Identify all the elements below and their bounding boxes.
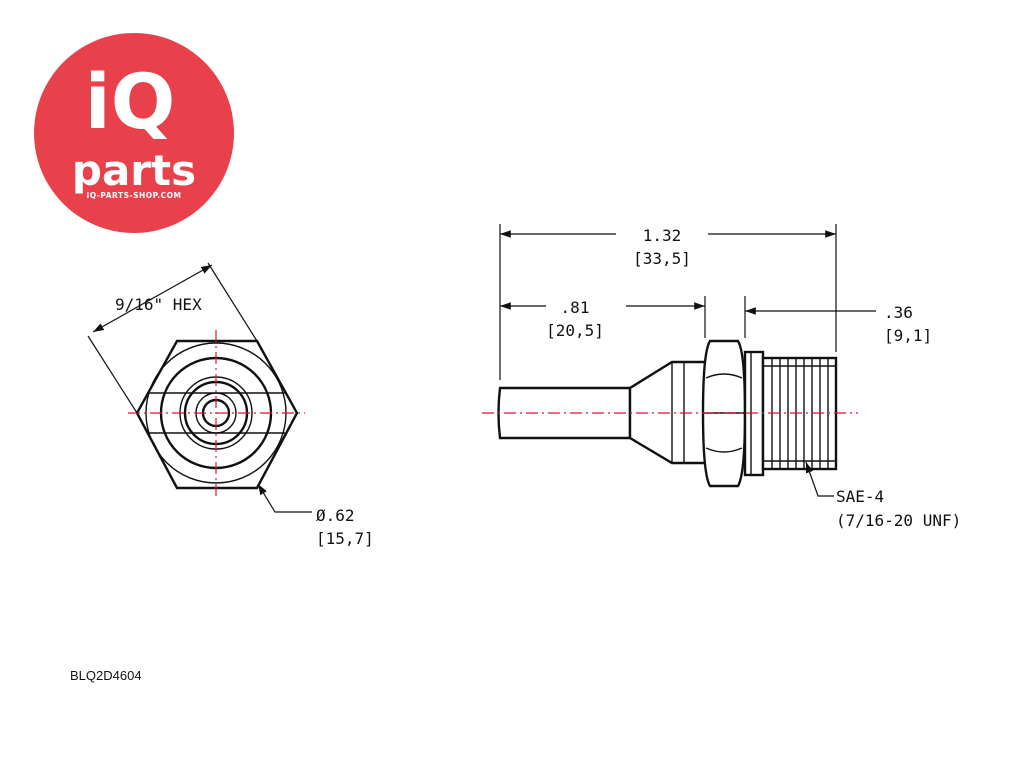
stem-length-label: .81 [561,298,590,317]
thread-length-metric-label: [9,1] [884,326,932,345]
overall-length-label: 1.32 [643,226,682,245]
end-view: 9/16" HEX Ø.62 [15,7] [87,262,374,548]
part-number: BLQ2D4604 [70,668,142,683]
diameter-metric-label: [15,7] [316,529,374,548]
diameter-label: Ø.62 [316,506,355,525]
overall-length-metric-label: [33,5] [633,249,691,268]
stem-length-metric-label: [20,5] [546,321,604,340]
logo-word: parts [72,146,196,195]
logo-mark: iQ [85,57,176,146]
thread-spec-detail-label: (7/16-20 UNF) [836,511,961,530]
hex-size-label: 9/16" HEX [115,295,202,314]
logo-circle [34,33,234,233]
thread-spec-label: SAE-4 [836,487,884,506]
brand-logo: iQ parts IQ-PARTS-SHOP.COM [34,33,234,233]
side-view: 1.32 [33,5] .81 [20,5] .36 [9,1] SAE-4 (… [482,224,961,530]
thread-length-label: .36 [884,303,913,322]
logo-site: IQ-PARTS-SHOP.COM [87,191,182,200]
